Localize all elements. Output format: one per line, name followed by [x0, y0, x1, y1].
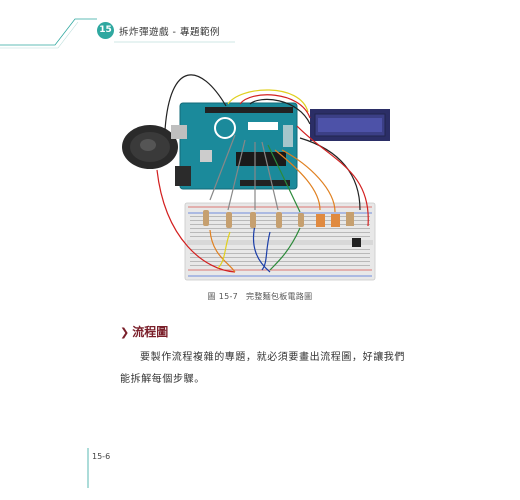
wires — [156, 74, 369, 273]
circuit-figure — [122, 74, 390, 281]
potentiometers — [316, 212, 354, 227]
page-number: 15-6 — [92, 452, 111, 461]
lcd-display — [310, 109, 390, 141]
chevron-right-icon: ❯ — [120, 326, 130, 339]
push-button — [352, 238, 361, 247]
resistors — [203, 210, 304, 228]
arduino-board — [171, 102, 298, 190]
chapter-badge: 15 — [97, 22, 114, 39]
figure-caption: 圖 15-7 完整麵包板電路圖 — [0, 291, 520, 302]
footer-rule — [87, 448, 89, 488]
speaker — [122, 125, 178, 169]
chapter-title: 拆炸彈遊戲 - 專題範例 — [119, 27, 220, 38]
header-rule — [0, 18, 235, 49]
section-heading: ❯流程圖 — [120, 323, 168, 340]
section-title: 流程圖 — [132, 325, 169, 339]
body-paragraph: 要製作流程複雜的專題，就必須要畫出流程圖，好讓我們能拆解每個步驟。 — [120, 352, 405, 385]
figure-caption-text: 完整麵包板電路圖 — [246, 292, 313, 301]
figure-number: 圖 15-7 — [207, 292, 239, 301]
